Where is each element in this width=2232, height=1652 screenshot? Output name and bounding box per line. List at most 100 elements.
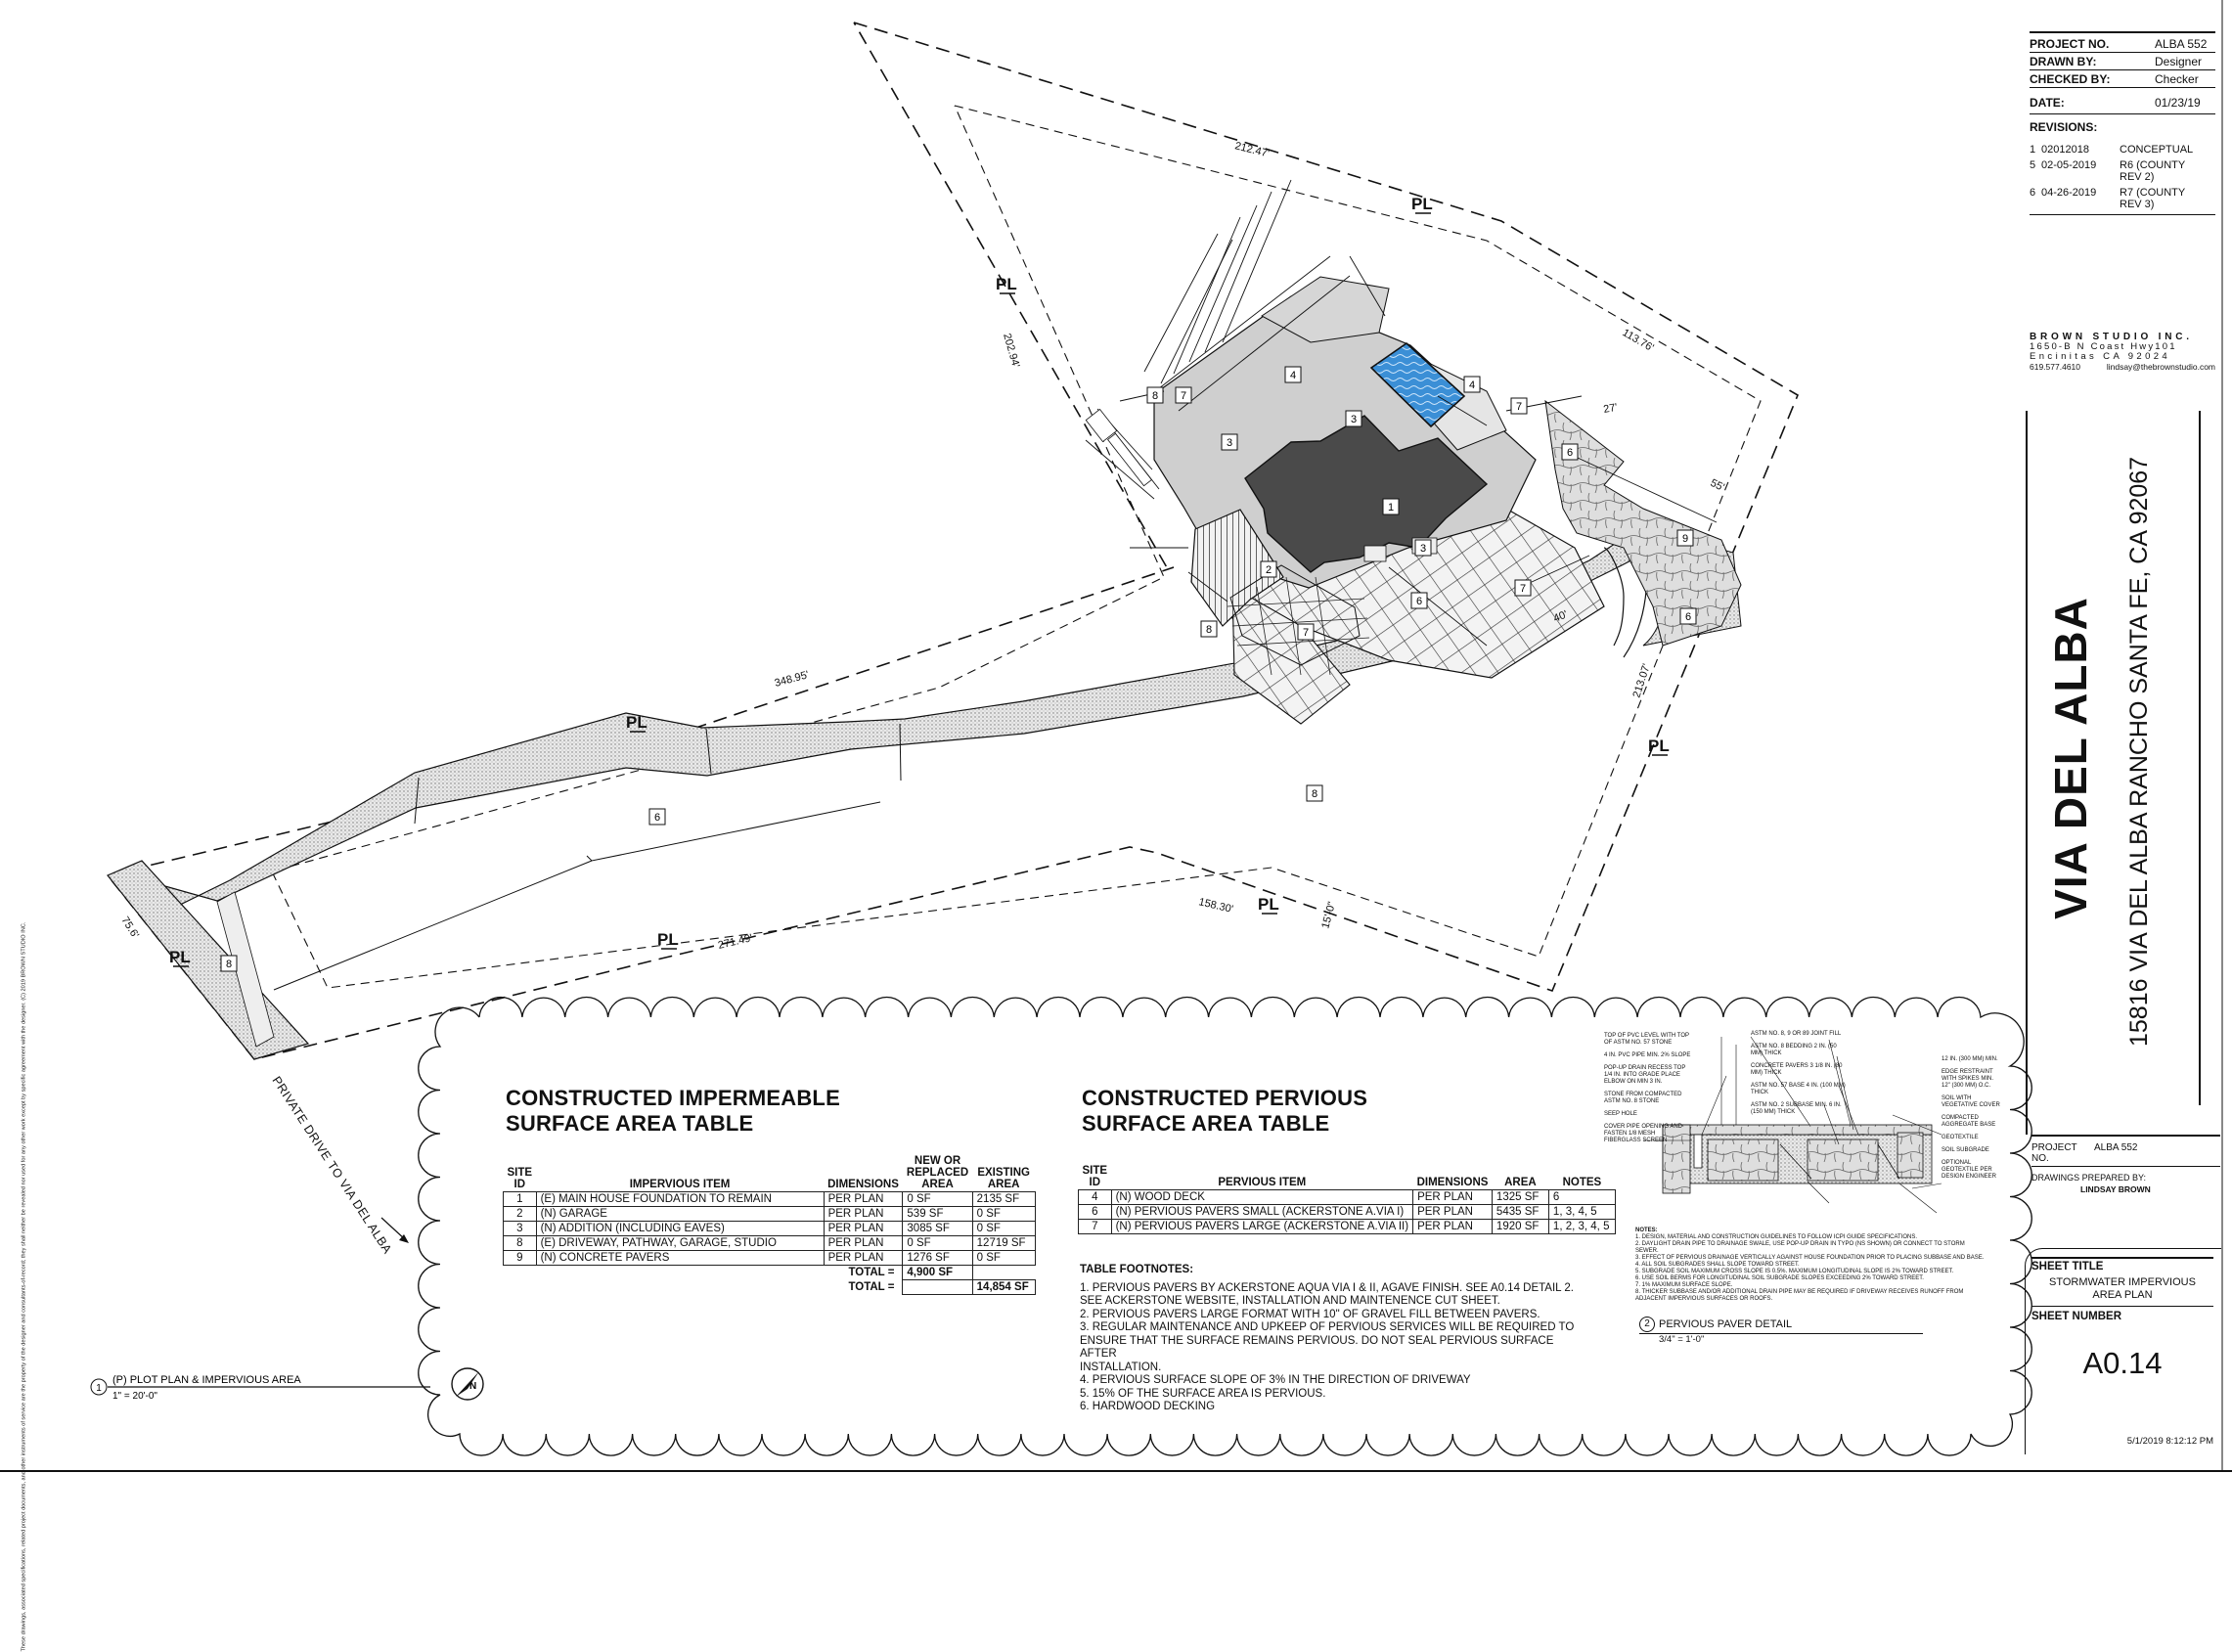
impermeable-cell: 12719 SF xyxy=(971,1235,1036,1251)
prepared-by-value: LINDSAY BROWN xyxy=(2080,1184,2151,1194)
project-address: 15816 VIA DEL ALBA RANCHO SANTA FE, CA 9… xyxy=(2125,456,2159,1047)
revision-number: 1 xyxy=(2030,144,2036,156)
firm-address: 1650-B N Coast Hwy101 xyxy=(2030,341,2177,352)
sheet-title-value: STORMWATER IMPERVIOUS AREA PLAN xyxy=(2031,1272,2213,1307)
detail-note: 1. DESIGN, MATERIAL AND CONSTRUCTION GUI… xyxy=(1635,1234,1918,1240)
detail-callout: STONE FROM COMPACTED ASTM NO. 8 STONE xyxy=(1604,1092,1682,1104)
svg-text:7: 7 xyxy=(1516,401,1522,413)
impermeable-cell: (N) CONCRETE PAVERS xyxy=(535,1250,825,1266)
private-drive-label: PRIVATE DRIVE TO VIA DEL ALBA xyxy=(269,1074,409,1257)
title-block-right-rule xyxy=(2199,411,2201,1105)
detail-callout: 4 IN. PVC PIPE MIN. 2% SLOPE xyxy=(1604,1052,1691,1058)
detail-callout: ASTM NO. 8, 9 OR 89 JOINT FILL xyxy=(1751,1031,1842,1037)
site-tag: 8 xyxy=(1146,386,1164,404)
detail-callout: SOIL WITH VEGETATIVE COVER xyxy=(1942,1095,2000,1108)
revision-description: R6 (COUNTY REV 2) xyxy=(2120,159,2186,183)
detail-note: 6. USE SOIL BERMS FOR LONGITUDINAL SOIL … xyxy=(1635,1275,1924,1281)
detail-note: 4. ALL SOIL SUBGRADES SHALL SLOPE TOWARD… xyxy=(1635,1262,1800,1268)
detail-callout: EDGE RESTRAINT WITH SPIKES MIN. 12" (300… xyxy=(1942,1069,1994,1089)
svg-text:8: 8 xyxy=(1152,390,1158,402)
impermeable-table: SITE ID IMPERVIOUS ITEM DIMENSIONS NEW O… xyxy=(503,1154,1036,1295)
firm-email: lindsay@thebrownstudio.com xyxy=(2106,362,2215,372)
firm-name: BROWN STUDIO INC. xyxy=(2030,332,2193,342)
site-tag: 6 xyxy=(648,808,666,826)
property-line-marker: PL xyxy=(1648,737,1670,755)
svg-text:9: 9 xyxy=(1682,533,1688,545)
svg-text:PRIVATE DRIVE TO VIA DEL ALBA: PRIVATE DRIVE TO VIA DEL ALBA xyxy=(269,1074,394,1257)
footnote-line: INSTALLATION. xyxy=(1080,1361,1162,1373)
revision-date: 04-26-2019 xyxy=(2041,187,2097,199)
pervious-table: SITE ID PERVIOUS ITEM DIMENSIONS AREA NO… xyxy=(1078,1164,1616,1234)
detail-callout: SEEP HOLE xyxy=(1604,1111,1637,1117)
firm-info: BROWN STUDIO INC. 1650-B N Coast Hwy101 … xyxy=(2030,332,2215,373)
revision-cloud xyxy=(418,996,2032,1456)
pervious-cell: PER PLAN xyxy=(1412,1219,1493,1234)
detail-title: PERVIOUS PAVER DETAIL xyxy=(1659,1318,1793,1330)
total-existing-label: TOTAL = xyxy=(848,1281,895,1293)
svg-text:3: 3 xyxy=(1351,414,1357,425)
detail-callout: 12 IN. (300 MM) MIN. xyxy=(1942,1056,1998,1062)
table-footnotes: TABLE FOOTNOTES: 1. PERVIOUS PAVERS BY A… xyxy=(1080,1264,1588,1414)
impermeable-title-1: CONSTRUCTED IMPERMEABLE xyxy=(506,1086,840,1110)
site-tag: 7 xyxy=(1510,397,1528,415)
impermeable-cell: 0 SF xyxy=(902,1191,973,1207)
detail-label: 2 PERVIOUS PAVER DETAIL 3/4" = 1'-0" xyxy=(1639,1317,1923,1345)
impermeable-cell: PER PLAN xyxy=(823,1235,904,1251)
property-line-marker: PL xyxy=(626,713,647,732)
revisions-label: REVISIONS: xyxy=(2030,120,2098,134)
copyright-note: These drawings, associated specification… xyxy=(21,921,27,1652)
footnote-line: 2. PERVIOUS PAVERS LARGE FORMAT WITH 10"… xyxy=(1080,1308,1540,1320)
svg-text:2: 2 xyxy=(1266,564,1272,576)
site-tag: 1 xyxy=(1382,498,1400,515)
detail-callouts-left: TOP OF PVC LEVEL WITH TOP OF ASTM NO. 57… xyxy=(1604,1033,1692,1150)
pervious-cell: 1, 3, 4, 5 xyxy=(1547,1204,1616,1220)
pervious-row: 6(N) PERVIOUS PAVERS SMALL (ACKERSTONE A… xyxy=(1078,1204,1616,1220)
site-tag: 7 xyxy=(1297,623,1315,641)
sheet-number: A0.14 xyxy=(2082,1346,2163,1380)
svg-text:7: 7 xyxy=(1181,390,1186,402)
pervious-title-2: SURFACE AREA TABLE xyxy=(1082,1111,1330,1136)
project-name: VIA DEL ALBA xyxy=(2044,509,2103,1007)
project-address-text: 15816 VIA DEL ALBA RANCHO SANTA FE, CA 9… xyxy=(2125,456,2153,1047)
detail-callout: ASTM NO. 2 SUBBASE MIN. 6 IN. (150 MM) T… xyxy=(1751,1102,1842,1115)
revision-date: 02012018 xyxy=(2041,144,2089,156)
impermeable-cell: 0 SF xyxy=(971,1206,1036,1222)
revision-number: 6 xyxy=(2030,187,2036,199)
dimension-text: 40' xyxy=(1552,608,1570,624)
prepared-by-label: DRAWINGS PREPARED BY: xyxy=(2031,1166,2220,1184)
site-tag: 6 xyxy=(1679,607,1697,625)
svg-text:6: 6 xyxy=(1685,611,1691,623)
title-block-bottom-info: PROJECT NO. ALBA 552 DRAWINGS PREPARED B… xyxy=(2031,1135,2220,1194)
sheet-title-box: SHEET TITLE STORMWATER IMPERVIOUS AREA P… xyxy=(2025,1248,2221,1454)
pervious-cell: PER PLAN xyxy=(1412,1189,1493,1205)
svg-text:4: 4 xyxy=(1469,380,1475,391)
detail-scale: 3/4" = 1'-0" xyxy=(1659,1334,1705,1345)
dimension-text: 75.6' xyxy=(118,915,141,940)
property-line-marker: PL xyxy=(657,930,679,949)
svg-text:1" = 20'-0": 1" = 20'-0" xyxy=(112,1391,157,1402)
property-line-marker: PL xyxy=(1411,195,1433,213)
total-existing-value: 14,854 SF xyxy=(971,1279,1036,1295)
dimension-text: 202.94' xyxy=(1001,333,1021,370)
col-dimensions: DIMENSIONS xyxy=(1416,1177,1489,1188)
pervious-cell: 1, 2, 3, 4, 5 xyxy=(1547,1219,1616,1234)
svg-text:6: 6 xyxy=(1567,447,1573,459)
svg-text:(P) PLOT PLAN & IMPERVIOUS ARE: (P) PLOT PLAN & IMPERVIOUS AREA xyxy=(112,1374,301,1386)
svg-text:7: 7 xyxy=(1520,583,1526,595)
impermeable-cell: 8 xyxy=(503,1235,537,1251)
dimension-text: 212.47' xyxy=(1233,140,1271,159)
revision-number: 5 xyxy=(2030,159,2036,171)
pervious-cell: 6 xyxy=(1078,1204,1112,1220)
drawn-by-value: Designer xyxy=(2155,55,2203,68)
site-tag: 8 xyxy=(220,955,238,972)
dimension-text: 348.95' xyxy=(774,669,811,690)
impermeable-cell: (E) DRIVEWAY, PATHWAY, GARAGE, STUDIO xyxy=(535,1235,825,1251)
pervious-cell: 1920 SF xyxy=(1491,1219,1549,1234)
impermeable-cell: 1 xyxy=(503,1191,537,1207)
svg-text:6: 6 xyxy=(654,812,660,824)
